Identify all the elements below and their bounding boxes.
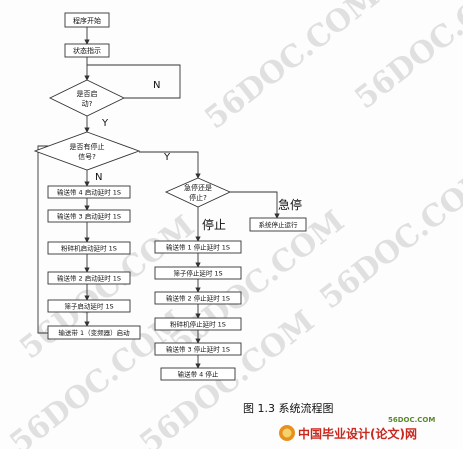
decision-started-label-1: 是否启 (77, 89, 98, 98)
node-conv3-stop-label: 输送带 3 停止延时 1S (166, 345, 230, 354)
branch-label-n1: N (153, 80, 160, 91)
branch-label-n2: N (95, 172, 102, 183)
node-conv2-start-label: 输送带 2 启动延时 1S (57, 274, 121, 283)
node-system-stop-label: 系统停止运行 (259, 220, 299, 229)
node-crusher-start: 粉碎机启动延时 1S (47, 241, 131, 255)
decision-started: 是否启 动? (48, 79, 126, 117)
node-crusher-stop: 粉碎机停止延时 1S (154, 317, 242, 331)
node-conv4-stop-label: 输送带 4 停止 (178, 370, 219, 379)
node-start: 程序开始 (64, 12, 110, 28)
decision-stop-signal: 是否有停止 信号? (33, 131, 141, 171)
branch-label-stop: 停止 (202, 217, 226, 232)
node-start-label: 程序开始 (73, 16, 101, 25)
branch-label-emergency: 急停 (278, 197, 302, 212)
decision-emergency-label-2: 停止? (189, 193, 207, 202)
node-screen-stop-label: 筛子停止延时 1S (173, 269, 222, 278)
node-conv3-start-label: 输送带 3 启动延时 1S (57, 212, 121, 221)
node-conv3-start: 输送带 3 启动延时 1S (47, 209, 131, 223)
decision-emergency: 急停还是 停止? (164, 177, 232, 208)
brand-name-text: 中国毕业设计(论文)网 (298, 426, 417, 441)
node-crusher-stop-label: 粉碎机停止延时 1S (170, 320, 226, 329)
node-status: 状态指示 (64, 43, 110, 58)
watermark-text: 56DOC.COM (198, 0, 386, 136)
node-conv3-stop: 输送带 3 停止延时 1S (154, 342, 242, 356)
figure-caption: 图 1.3 系统流程图 (243, 401, 334, 415)
brand-logo: 56DOC.COM 中国毕业设计(论文)网 (279, 416, 435, 441)
node-crusher-start-label: 粉碎机启动延时 1S (61, 244, 117, 253)
node-conv2-start: 输送带 2 启动延时 1S (47, 271, 131, 285)
node-conv1-start: 输送带 1（变频器）启动 (47, 325, 141, 340)
node-screen-stop: 筛子停止延时 1S (154, 266, 242, 280)
node-screen-start-label: 筛子启动延时 1S (64, 302, 113, 311)
node-status-label: 状态指示 (73, 46, 101, 55)
node-conv2-stop-label: 输送带 2 停止延时 1S (166, 294, 230, 303)
decision-stop-label-2: 信号? (78, 152, 96, 161)
branch-label-y1: Y (101, 118, 109, 129)
watermark-group: 56DOC.COM 56DOC.COM 56DOC.COM 56DOC.COM … (3, 0, 463, 449)
node-screen-start: 筛子启动延时 1S (47, 299, 131, 313)
node-conv1-stop-label: 输送带 1 停止延时 1S (166, 243, 230, 252)
brand-site-text: 56DOC.COM (388, 416, 435, 424)
decision-started-label-2: 动? (82, 99, 93, 108)
decision-stop-label-1: 是否有停止 (70, 142, 105, 151)
node-conv1-start-label: 输送带 1（变频器）启动 (58, 328, 130, 337)
node-system-stop: 系统停止运行 (249, 217, 307, 232)
node-conv4-start-label: 输送带 4 启动延时 1S (57, 188, 121, 197)
node-conv1-stop: 输送带 1 停止延时 1S (154, 240, 242, 254)
node-conv4-start: 输送带 4 启动延时 1S (47, 185, 131, 199)
node-conv2-stop: 输送带 2 停止延时 1S (154, 291, 242, 305)
decision-emergency-label-1: 急停还是 (184, 183, 212, 192)
node-conv4-stop: 输送带 4 停止 (160, 367, 236, 381)
connector-lines (37, 27, 280, 369)
branch-label-y2: Y (163, 152, 171, 163)
